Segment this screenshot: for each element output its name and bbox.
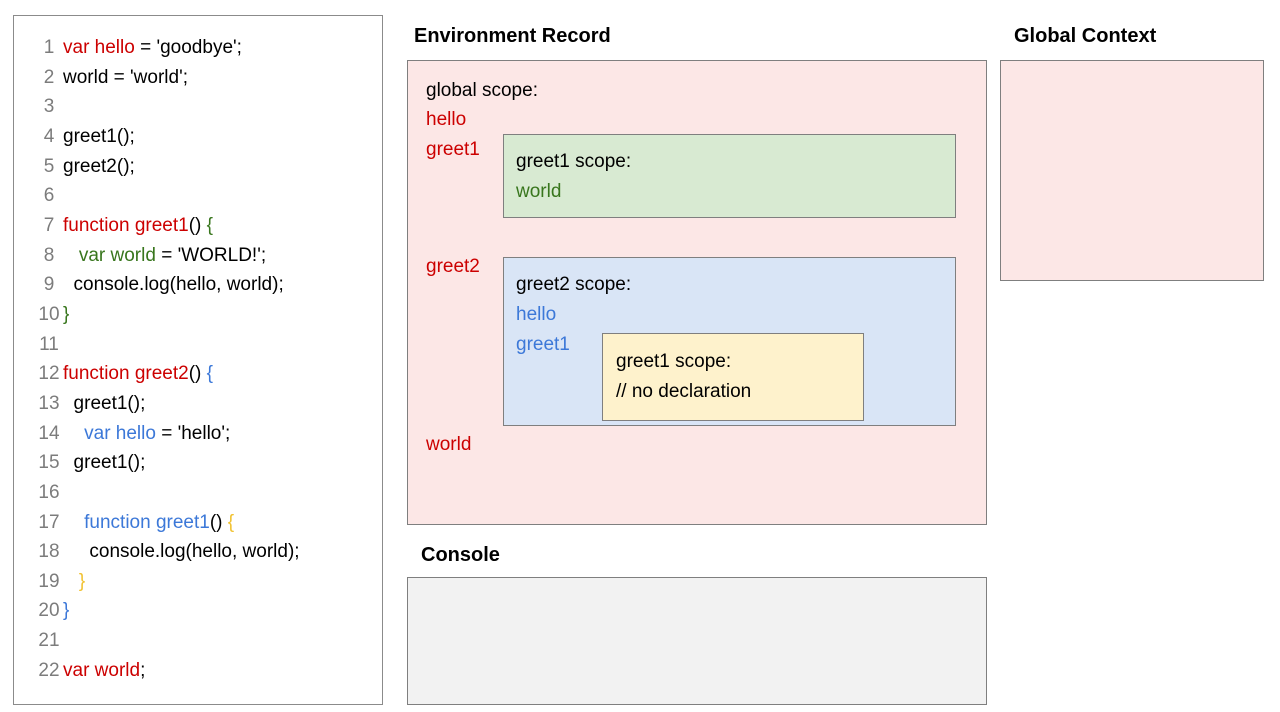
code-text: function greet2() {: [63, 363, 213, 385]
code-line: 17 function greet1() {: [14, 508, 382, 538]
line-number: 2: [43, 66, 55, 88]
code-line: 10}: [14, 300, 382, 330]
line-number: 14: [38, 422, 60, 444]
code-text: greet1();: [63, 392, 146, 414]
code-line: 7 function greet1() {: [14, 211, 382, 241]
line-number: 10: [38, 303, 60, 325]
line-number: 18: [38, 541, 60, 563]
global-context-box: [1000, 60, 1264, 281]
environment-record-title: Environment Record: [414, 25, 611, 47]
code-text: var world;: [63, 659, 146, 681]
line-number: 1: [43, 37, 55, 58]
global-entry-greet1: greet1: [426, 139, 480, 160]
code-line: 11: [14, 330, 382, 360]
code-text: greet1();: [63, 125, 135, 147]
global-scope-label: global scope:: [426, 80, 538, 101]
code-lines: 1 var hello = 'goodbye'; 2 world = 'world';…: [14, 33, 382, 685]
line-number: 3: [43, 96, 55, 118]
global-entry-hello: hello: [426, 109, 467, 130]
code-text: greet1();: [63, 452, 146, 474]
code-text: }: [63, 303, 70, 325]
line-number: 16: [38, 481, 60, 503]
code-line: 2 world = 'world';: [14, 63, 382, 93]
code-text: world = 'world';: [63, 66, 188, 88]
line-number: 7: [43, 214, 55, 236]
line-number: 6: [43, 185, 55, 207]
global-scope-box: global scope: hello greet1 greet2 world …: [407, 60, 987, 525]
console-title: Console: [421, 544, 500, 566]
code-line: 8 var world = 'WORLD!';: [14, 241, 382, 271]
code-line: 16: [14, 478, 382, 508]
line-number: 9: [43, 274, 55, 296]
code-line: 20}: [14, 596, 382, 626]
line-number: 5: [43, 155, 55, 177]
greet2-entry-greet1: greet1: [516, 334, 570, 355]
code-line: 14 var hello = 'hello';: [14, 419, 382, 449]
greet2-scope-box: greet2 scope: hello greet1 greet1 scope:…: [503, 257, 956, 426]
inner-greet1-comment: // no declaration: [616, 381, 752, 402]
line-number: 15: [38, 452, 60, 474]
code-line: 15 greet1();: [14, 448, 382, 478]
code-line: 18 console.log(hello, world);: [14, 537, 382, 567]
line-number: 20: [38, 600, 60, 622]
code-line: 21: [14, 626, 382, 656]
code-text: var world = 'WORLD!';: [78, 244, 267, 266]
line-number: 13: [38, 392, 60, 414]
code-panel: 1 var hello = 'goodbye'; 2 world = 'world';…: [13, 15, 383, 705]
greet1-scope-label: greet1 scope:: [516, 151, 632, 172]
greet2-entry-hello: hello: [516, 304, 557, 325]
code-line: 1 var hello = 'goodbye';: [14, 33, 382, 63]
code-text: function greet1() {: [84, 511, 235, 533]
code-text: function greet1() {: [63, 214, 213, 236]
code-text: var hello = 'hello';: [84, 422, 231, 444]
code-line: 3: [14, 92, 382, 122]
greet2-scope-label: greet2 scope:: [516, 274, 632, 295]
console-box: [407, 577, 987, 705]
line-number: 11: [39, 333, 59, 355]
global-entry-world: world: [426, 434, 472, 455]
line-number: 12: [38, 363, 60, 385]
code-text: }: [63, 600, 70, 622]
code-line: 5 greet2();: [14, 152, 382, 182]
line-number: 19: [38, 570, 60, 592]
code-line: 9 console.log(hello, world);: [14, 270, 382, 300]
global-entry-greet2: greet2: [426, 256, 480, 277]
code-text: }: [78, 570, 86, 592]
code-text: console.log(hello, world);: [63, 541, 300, 563]
code-line: 13 greet1();: [14, 389, 382, 419]
code-line: 6: [14, 181, 382, 211]
greet1-scope-box: greet1 scope: world: [503, 134, 956, 218]
code-text: console.log(hello, world);: [63, 274, 284, 296]
line-number: 22: [38, 659, 60, 681]
line-number: 8: [43, 244, 55, 266]
inner-greet1-scope-box: greet1 scope: // no declaration: [602, 333, 864, 421]
greet1-entry-world: world: [516, 181, 562, 202]
line-number: 21: [38, 630, 60, 652]
code-text: greet2();: [63, 155, 135, 177]
line-number: 17: [38, 511, 60, 533]
inner-greet1-scope-label: greet1 scope:: [616, 351, 732, 372]
code-line: 19 }: [14, 567, 382, 597]
code-line: 4 greet1();: [14, 122, 382, 152]
code-text: var hello = 'goodbye';: [63, 37, 242, 58]
global-context-title: Global Context: [1014, 25, 1157, 47]
line-number: 4: [43, 125, 55, 147]
